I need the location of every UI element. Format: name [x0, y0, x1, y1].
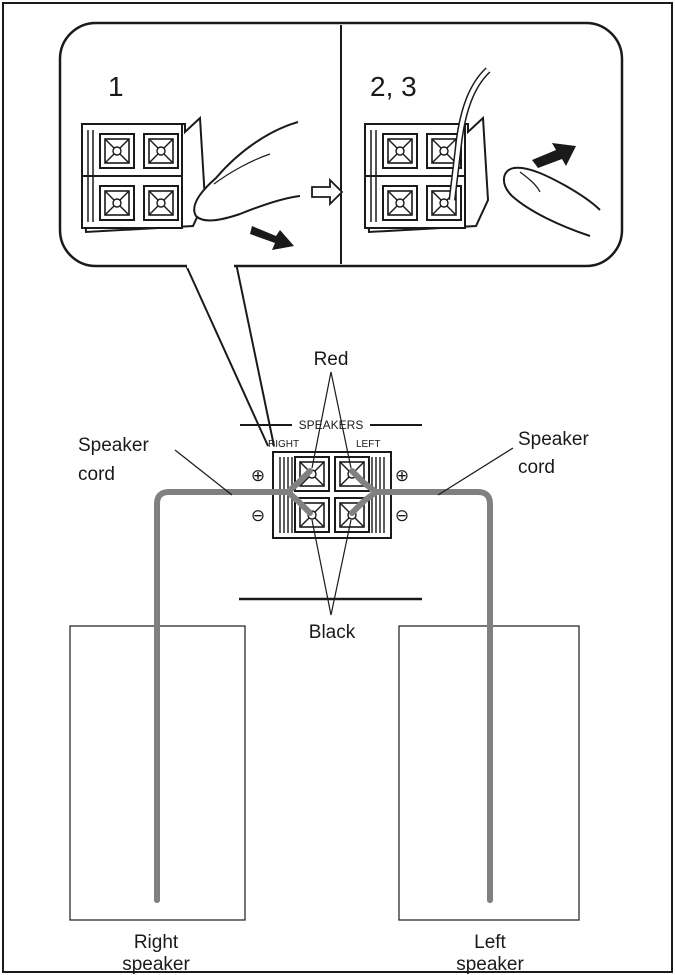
cord-leader-line-right: [437, 447, 514, 496]
right-speaker-label: speaker: [122, 954, 190, 975]
callout-panel: 1 2, 3: [58, 21, 624, 447]
cord-leader-line-left: [174, 449, 233, 496]
speaker-cords: [154, 468, 493, 903]
left-speaker-cord-negative: [349, 489, 379, 516]
black-leader-line: [311, 519, 332, 616]
red-leader-line: [311, 371, 332, 469]
red-label: Red: [314, 349, 349, 370]
left-channel-label: LEFT: [356, 439, 380, 450]
right-speaker-cord: [154, 468, 313, 903]
right-channel-label: RIGHT: [268, 439, 299, 450]
speaker-cord-label-right: cord: [518, 457, 555, 478]
speaker-cord-label-left: Speaker: [78, 435, 149, 456]
right-speaker-label: Right: [134, 932, 179, 953]
speakers-header: SPEAKERS: [299, 418, 364, 432]
terminal-illustration-1: [80, 115, 301, 250]
black-leader-line: [330, 519, 352, 616]
terminal-illustration-2: [363, 67, 601, 237]
positive-symbol-left: ⊕: [395, 466, 409, 485]
speaker-cord-label-right: Speaker: [518, 429, 589, 450]
left-speaker-label: speaker: [456, 954, 524, 975]
arrow-down-right-icon: [250, 226, 294, 250]
negative-symbol-right: ⊖: [251, 506, 265, 525]
left-speaker-cord: [349, 468, 493, 903]
step-1-label: 1: [108, 71, 124, 102]
positive-symbol-right: ⊕: [251, 466, 265, 485]
finger-icon: [193, 121, 301, 222]
arrow-up-right-icon: [532, 143, 576, 168]
negative-symbol-left: ⊖: [395, 506, 409, 525]
speaker-terminal-block: SPEAKERS RIGHT LEFT ⊕ ⊖ ⊕ ⊖: [239, 418, 422, 601]
red-leader-line: [330, 371, 352, 469]
speaker-cord-label-left: cord: [78, 464, 115, 485]
callout-pointer-line: [235, 262, 275, 447]
right-speaker-cord-negative: [285, 489, 313, 516]
left-speaker-label: Left: [474, 932, 506, 953]
step-2-3-label: 2, 3: [370, 71, 417, 102]
finger-icon: [503, 166, 601, 237]
callout-pointer-line: [184, 262, 269, 447]
black-label: Black: [309, 622, 356, 643]
arrow-right-icon: [311, 177, 344, 207]
